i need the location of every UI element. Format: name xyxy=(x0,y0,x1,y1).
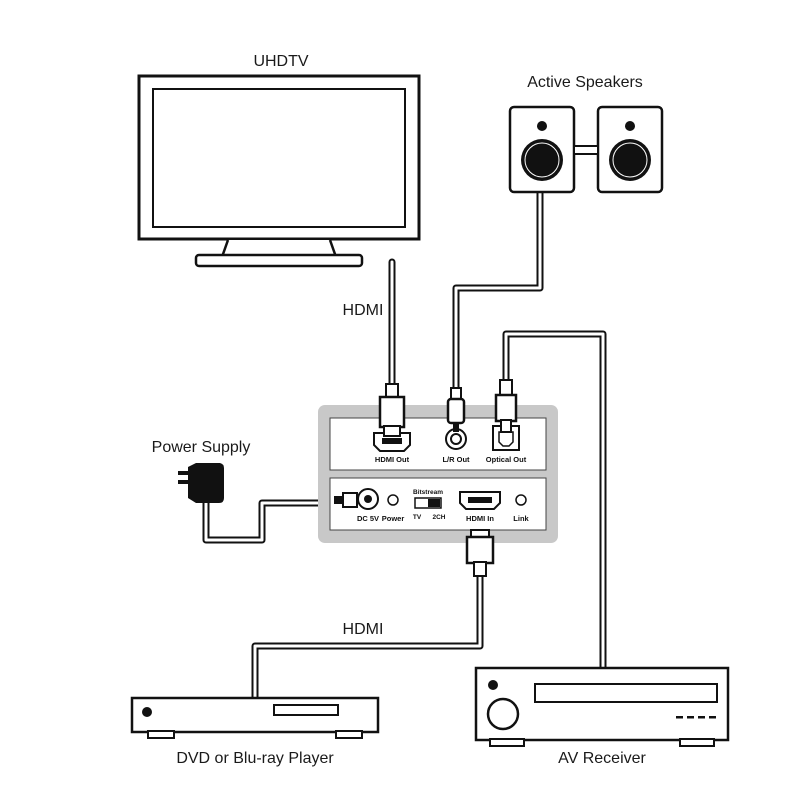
tv-label: UHDTV xyxy=(253,53,308,70)
power-adapter xyxy=(178,463,224,503)
optical-plug-top xyxy=(494,379,518,433)
hdmi-out-port xyxy=(373,432,411,452)
hdmi-in-port xyxy=(459,491,501,510)
av-receiver xyxy=(474,666,730,747)
speakers-label: Active Speakers xyxy=(527,74,643,91)
hdmi-label-bottom: HDMI xyxy=(343,621,384,638)
dc-label: DC 5V xyxy=(357,514,379,523)
hdmi-in-label: HDMI In xyxy=(466,514,494,523)
audio-plug-top xyxy=(446,387,466,432)
bitstream-switch xyxy=(414,497,442,509)
dvd-player xyxy=(130,696,380,739)
power-led xyxy=(387,494,399,506)
link-label: Link xyxy=(513,514,529,523)
audio-cable-speakers xyxy=(452,188,544,396)
power-label: Power xyxy=(382,514,405,523)
switch-right-label: 2CH xyxy=(432,514,445,521)
hdmi-plug-bottom xyxy=(465,529,495,577)
optical-out-label: Optical Out xyxy=(486,455,527,464)
power-supply-label: Power Supply xyxy=(152,439,251,456)
receiver-label: AV Receiver xyxy=(558,750,646,767)
hdmi-out-label: HDMI Out xyxy=(375,455,410,464)
power-cable xyxy=(202,488,340,544)
hdmi-cable-player xyxy=(251,568,484,702)
lr-out-label: L/R Out xyxy=(442,455,470,464)
switch-title: Bitstream xyxy=(413,489,443,496)
link-led xyxy=(515,494,527,506)
active-speakers xyxy=(508,105,664,194)
dc-port xyxy=(357,488,379,510)
hdmi-label-top: HDMI xyxy=(343,302,384,319)
player-label: DVD or Blu-ray Player xyxy=(176,750,334,767)
uhdtv xyxy=(137,74,421,268)
hdmi-plug-top xyxy=(378,383,406,437)
switch-left-label: TV xyxy=(413,514,422,521)
optical-cable-receiver xyxy=(502,330,607,672)
dc-plug xyxy=(334,492,358,508)
